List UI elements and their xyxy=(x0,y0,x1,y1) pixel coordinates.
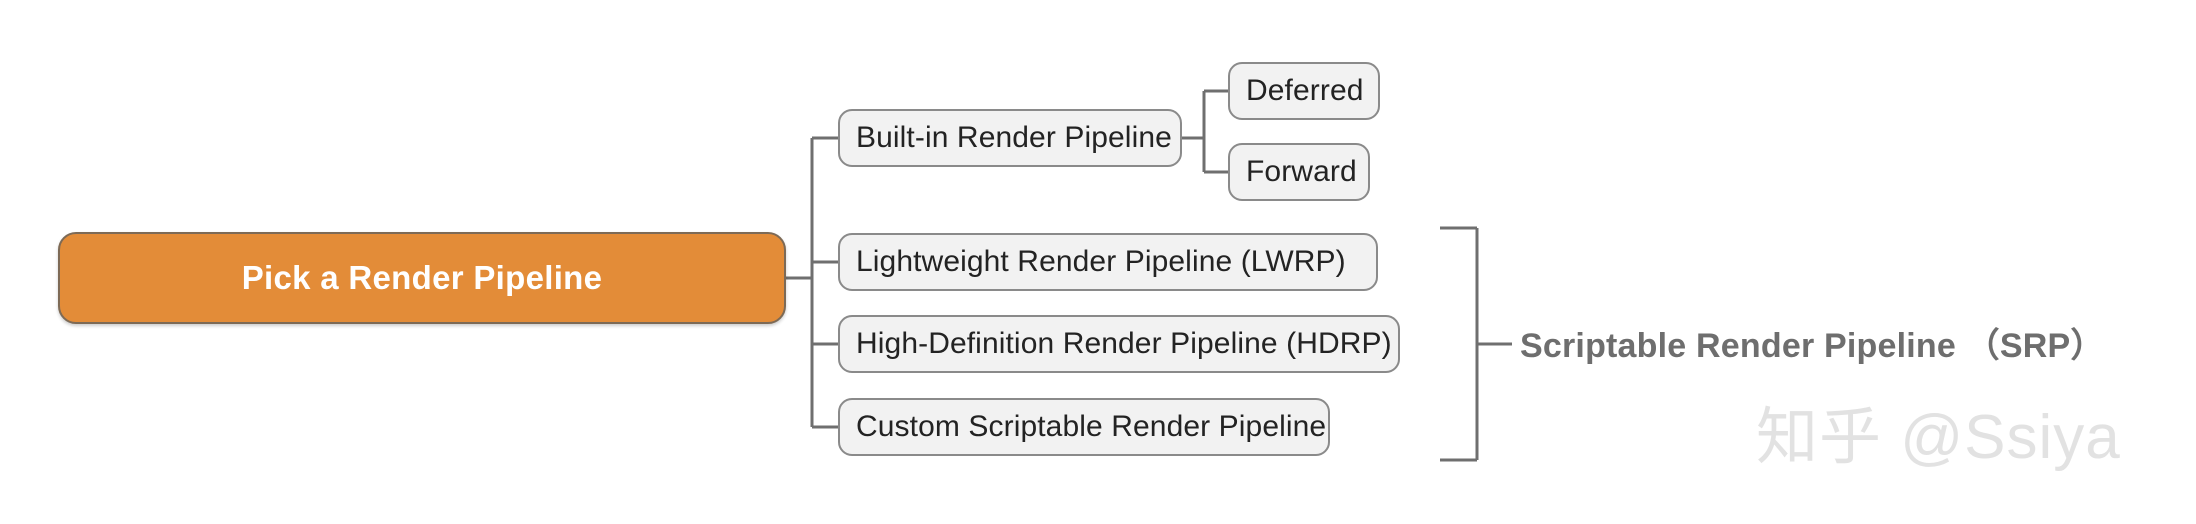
node-deferred[interactable]: Deferred xyxy=(1228,62,1380,120)
watermark: 知乎 @Ssiya xyxy=(1756,403,2121,472)
group-label-scriptable-render-pipeline: Scriptable Render Pipeline （SRP） xyxy=(1520,327,2105,365)
node-hdrp-label: High-Definition Render Pipeline (HDRP) xyxy=(856,327,1392,360)
node-lwrp-label: Lightweight Render Pipeline (LWRP) xyxy=(856,245,1346,278)
node-forward-label: Forward xyxy=(1246,155,1357,188)
node-high-definition-render-pipeline[interactable]: High-Definition Render Pipeline (HDRP) xyxy=(838,315,1400,373)
node-built-in-render-pipeline[interactable]: Built-in Render Pipeline xyxy=(838,109,1182,167)
node-forward[interactable]: Forward xyxy=(1228,143,1370,201)
node-deferred-label: Deferred xyxy=(1246,74,1364,107)
node-lightweight-render-pipeline[interactable]: Lightweight Render Pipeline (LWRP) xyxy=(838,233,1378,291)
node-custom-label: Custom Scriptable Render Pipeline xyxy=(856,410,1327,443)
node-root-label: Pick a Render Pipeline xyxy=(241,259,603,296)
node-root-pick-a-render-pipeline[interactable]: Pick a Render Pipeline xyxy=(58,232,786,324)
node-built-in-label: Built-in Render Pipeline xyxy=(856,121,1172,154)
node-custom-scriptable-render-pipeline[interactable]: Custom Scriptable Render Pipeline xyxy=(838,398,1330,456)
